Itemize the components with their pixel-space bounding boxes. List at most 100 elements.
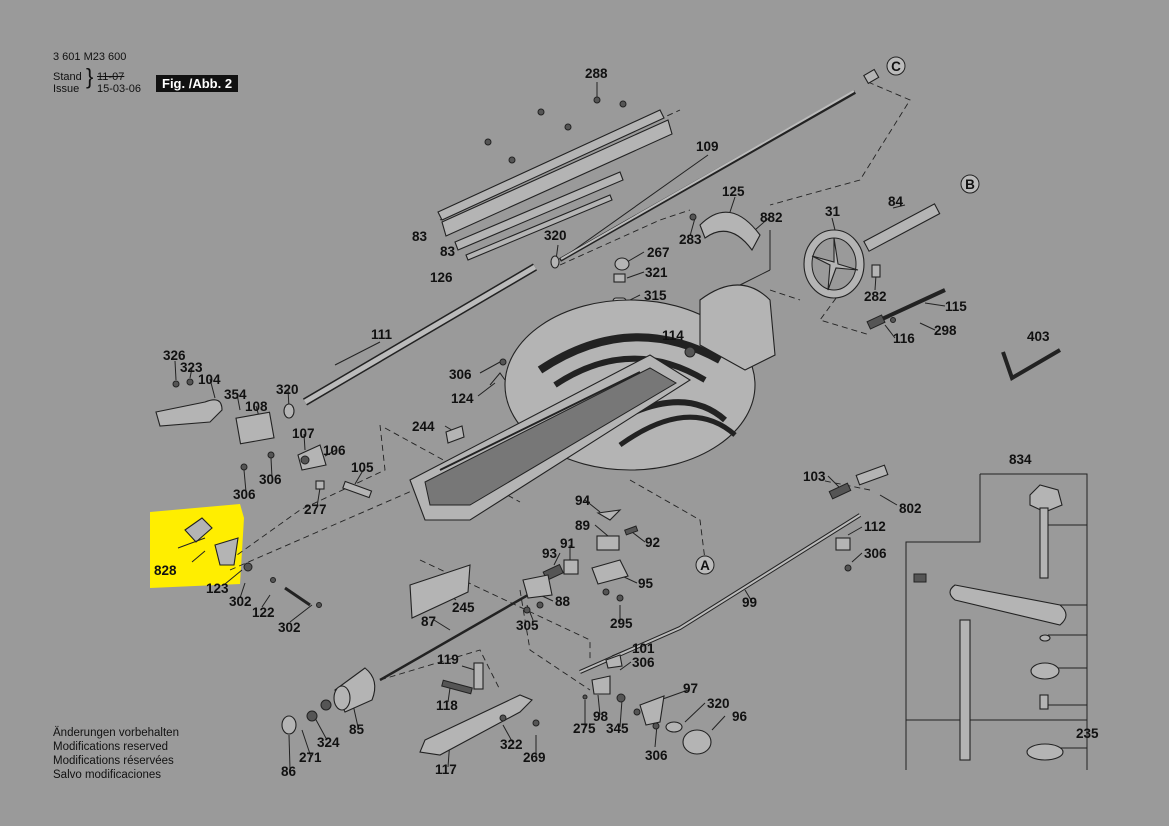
label-306: 306 [632, 655, 655, 670]
label-126: 126 [430, 270, 453, 285]
label-112: 112 [864, 519, 886, 534]
turntable-base [409, 284, 776, 521]
label-302: 302 [278, 620, 301, 635]
label-103: 103 [803, 469, 826, 484]
label-118: 118 [436, 698, 458, 713]
label-119: 119 [437, 652, 459, 667]
label-315: 315 [644, 288, 667, 303]
issue-date: 15-03-06 [97, 83, 142, 95]
label-94: 94 [575, 493, 591, 508]
label-106: 106 [323, 443, 346, 458]
label-115: 115 [945, 299, 967, 314]
label-403: 403 [1027, 329, 1050, 344]
label-354: 354 [224, 387, 247, 402]
rod-87 [379, 593, 529, 682]
label-306: 306 [449, 367, 472, 382]
clamp-834 [905, 473, 1088, 770]
label-104: 104 [198, 372, 221, 387]
label-101: 101 [632, 641, 655, 656]
lever-117 [419, 662, 540, 756]
label-275: 275 [573, 721, 596, 736]
label-84: 84 [888, 194, 904, 209]
callout-B: B [960, 174, 980, 194]
label-244 [445, 425, 465, 444]
fence-rails [437, 96, 673, 261]
center-small-parts [522, 509, 639, 614]
label-123: 123 [206, 581, 229, 596]
label-125: 125 [722, 184, 745, 199]
label-298: 298 [934, 323, 957, 338]
label-322: 322 [500, 737, 523, 752]
label-834: 834 [1009, 452, 1032, 467]
part-labels: 288 109 125 882 283 83 83 126 320 267 32… [154, 66, 1099, 779]
label-105: 105 [351, 460, 374, 475]
left-handle [155, 378, 373, 499]
label-267: 267 [647, 245, 670, 260]
label-107: 107 [292, 426, 315, 441]
svg-text:C: C [891, 59, 901, 74]
label-320: 320 [544, 228, 567, 243]
handwheel-31 [803, 229, 865, 299]
rod-109 [559, 68, 880, 262]
label-277: 277 [304, 502, 327, 517]
label-802: 802 [899, 501, 922, 516]
label-122: 122 [252, 605, 275, 620]
label-306: 306 [259, 472, 282, 487]
issue-label: Issue [53, 83, 80, 95]
hex-key-403 [1001, 348, 1062, 381]
lock-knob [281, 667, 376, 735]
label-89: 89 [575, 518, 590, 533]
label-92: 92 [645, 535, 660, 550]
callout-C: C [886, 56, 906, 76]
label-882: 882 [760, 210, 783, 225]
label-306: 306 [233, 487, 256, 502]
stand-date: 11-07 [97, 71, 125, 83]
label-295: 295 [610, 616, 633, 631]
label-302: 302 [229, 594, 252, 609]
label-108: 108 [245, 399, 268, 414]
label-283: 283 [679, 232, 702, 247]
clip-124 [489, 358, 507, 386]
label-828: 828 [154, 563, 177, 578]
note-line: Modifications reserved [53, 741, 169, 753]
callout-A: A [695, 555, 715, 575]
note-line: Änderungen vorbehalten [53, 727, 179, 739]
label-117: 117 [435, 762, 457, 777]
rod-111 [302, 263, 538, 406]
notes: Änderungen vorbehalten Modifications res… [53, 726, 179, 782]
label-91: 91 [560, 536, 576, 551]
note-line: Modifications réservées [53, 755, 174, 767]
right-pins [863, 203, 946, 330]
miter-scale [689, 211, 761, 252]
label-282: 282 [864, 289, 887, 304]
label-98: 98 [593, 709, 609, 724]
label-271: 271 [299, 750, 322, 765]
label-96: 96 [732, 709, 748, 724]
svg-text:A: A [700, 558, 710, 573]
label-86: 86 [281, 764, 297, 779]
label-323: 323 [180, 360, 203, 375]
label-321: 321 [645, 265, 668, 280]
label-83: 83 [440, 244, 456, 259]
cover-245 [409, 564, 471, 619]
label-269: 269 [523, 750, 546, 765]
label-288: 288 [585, 66, 608, 81]
label-97: 97 [683, 681, 698, 696]
label-31: 31 [825, 204, 841, 219]
label-83: 83 [412, 229, 428, 244]
label-99: 99 [742, 595, 757, 610]
label-306: 306 [864, 546, 887, 561]
label-95: 95 [638, 576, 654, 591]
label-244: 244 [412, 419, 435, 434]
highlight-828 [150, 504, 244, 588]
stand-label: Stand [53, 71, 82, 83]
label-114: 114 [662, 328, 684, 343]
label-306: 306 [645, 748, 668, 763]
label-85: 85 [349, 722, 365, 737]
label-124: 124 [451, 391, 474, 406]
label-320: 320 [707, 696, 730, 711]
brace: } [86, 64, 94, 89]
label-326: 326 [163, 348, 186, 363]
label-320: 320 [276, 382, 299, 397]
